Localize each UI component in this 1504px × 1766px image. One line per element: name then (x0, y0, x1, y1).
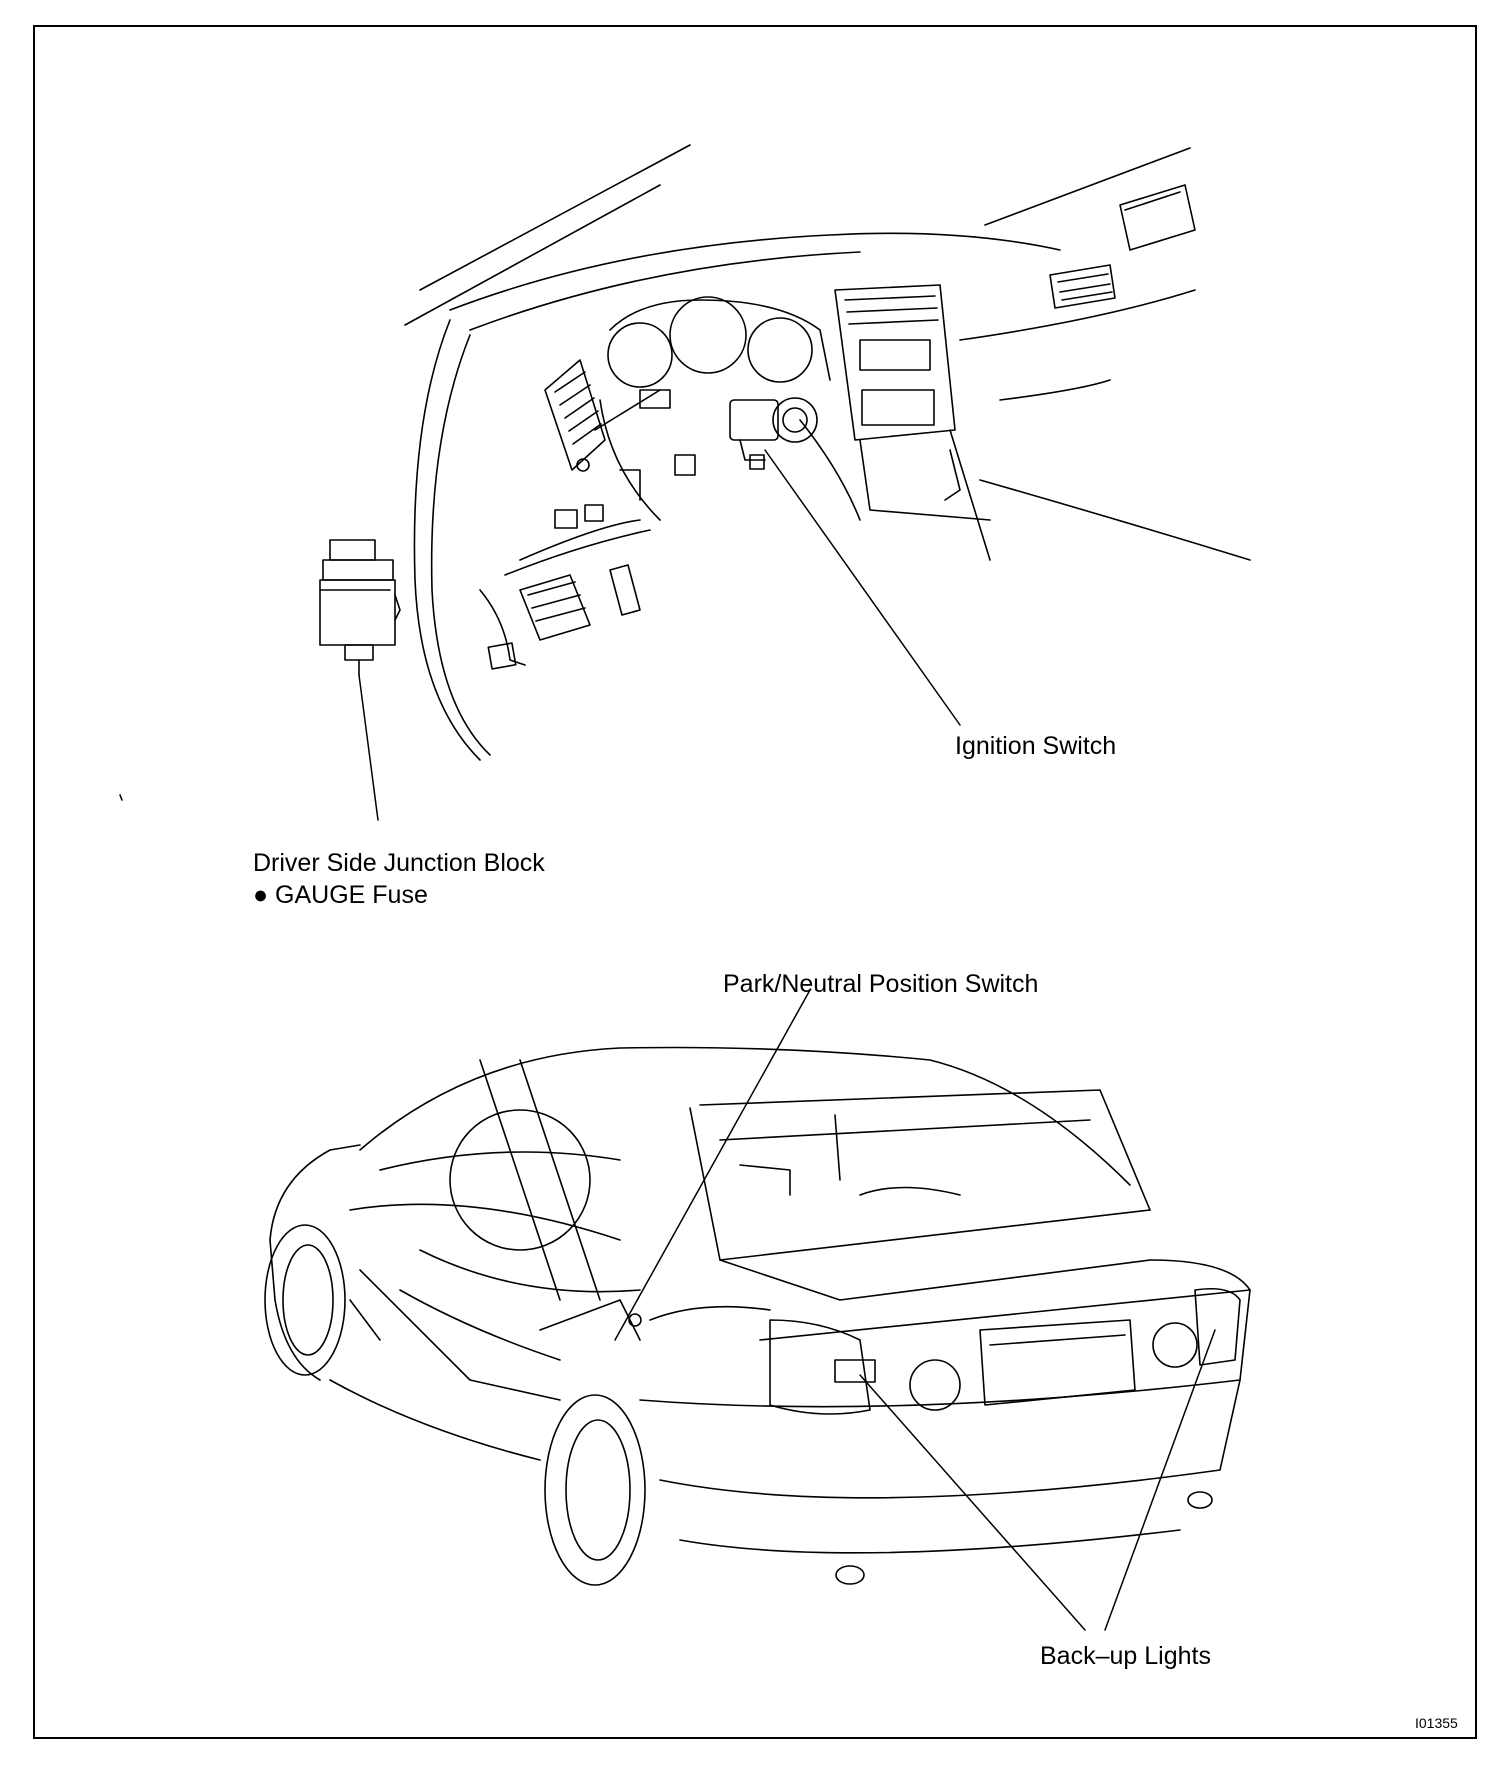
park-neutral-leader-line (614, 989, 811, 1341)
backup-right-leader-line (1104, 1329, 1216, 1631)
backup-left-leader-line (859, 1374, 1086, 1631)
figure-id: I01355 (1415, 1715, 1458, 1731)
right-vent (1049, 264, 1116, 309)
ignition-switch-label: Ignition Switch (955, 732, 1117, 760)
junction-block-label: Driver Side Junction Block (253, 849, 545, 877)
ignition-switch-drawing (729, 397, 818, 470)
dashboard-illustration (319, 144, 1251, 761)
center-console (834, 284, 991, 561)
junction-block-drawing (319, 539, 401, 676)
park-neutral-switch-label: Park/Neutral Position Switch (723, 970, 1039, 998)
junction-leader-line (358, 674, 379, 821)
vehicle-illustration (264, 1046, 1251, 1586)
left-tail-light-drawing (769, 1319, 876, 1415)
ignition-leader-line (764, 449, 961, 726)
pedals (479, 564, 641, 670)
right-tail-light-drawing (1194, 1287, 1241, 1366)
gauge-fuse-label: ● GAUGE Fuse (253, 881, 428, 909)
diagram-frame (33, 25, 1477, 1739)
backup-lights-label: Back–up Lights (1040, 1642, 1211, 1670)
left-vent (544, 359, 606, 472)
